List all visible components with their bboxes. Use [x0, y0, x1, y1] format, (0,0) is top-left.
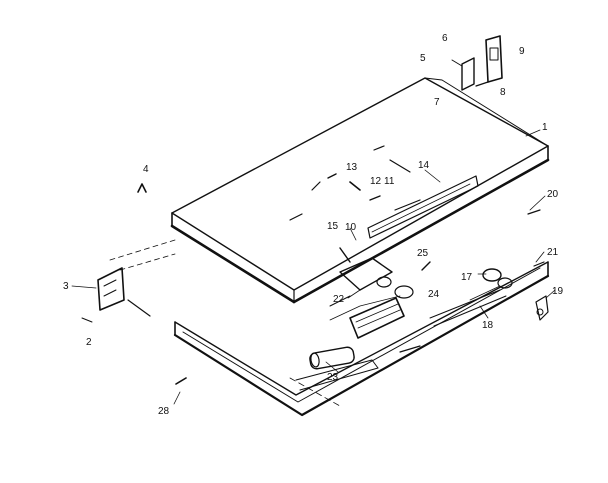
callout-23: 23 [327, 372, 339, 383]
callout-10: 10 [345, 222, 357, 233]
callout-18: 18 [482, 320, 494, 331]
callout-13: 13 [346, 162, 358, 173]
callout-3: 3 [63, 281, 69, 292]
callout-28: 28 [158, 406, 170, 417]
hinge-bracket [81, 239, 176, 323]
callout-5: 5 [420, 53, 426, 64]
callout-17: 17 [461, 272, 473, 283]
callout-24: 24 [428, 289, 440, 300]
roller-assembly [309, 346, 355, 370]
cover-lid [170, 77, 550, 304]
base-tray [173, 261, 550, 417]
callout-labels: 1 2 3 4 5 6 7 8 9 10 11 12 13 14 15 17 1… [63, 33, 564, 417]
callout-8: 8 [500, 87, 506, 98]
top-hinge-parts [451, 35, 503, 91]
lock-assembly [482, 268, 549, 321]
latch-assembly [329, 257, 414, 339]
callout-20: 20 [547, 189, 559, 200]
callout-9: 9 [519, 46, 525, 57]
callout-4: 4 [143, 164, 149, 175]
callout-7: 7 [434, 97, 440, 108]
callout-2: 2 [86, 337, 92, 348]
callout-15: 15 [327, 221, 339, 232]
callout-22: 22 [333, 294, 345, 305]
callout-25: 25 [417, 248, 429, 259]
callout-11: 11 [384, 176, 395, 187]
callout-14: 14 [418, 160, 430, 171]
small-hardware [137, 173, 545, 385]
callout-1: 1 [542, 122, 548, 133]
callout-12: 12 [370, 176, 382, 187]
callout-6: 6 [442, 33, 448, 44]
callout-21: 21 [547, 247, 559, 258]
leader-lines [71, 129, 556, 405]
callout-19: 19 [552, 286, 564, 297]
